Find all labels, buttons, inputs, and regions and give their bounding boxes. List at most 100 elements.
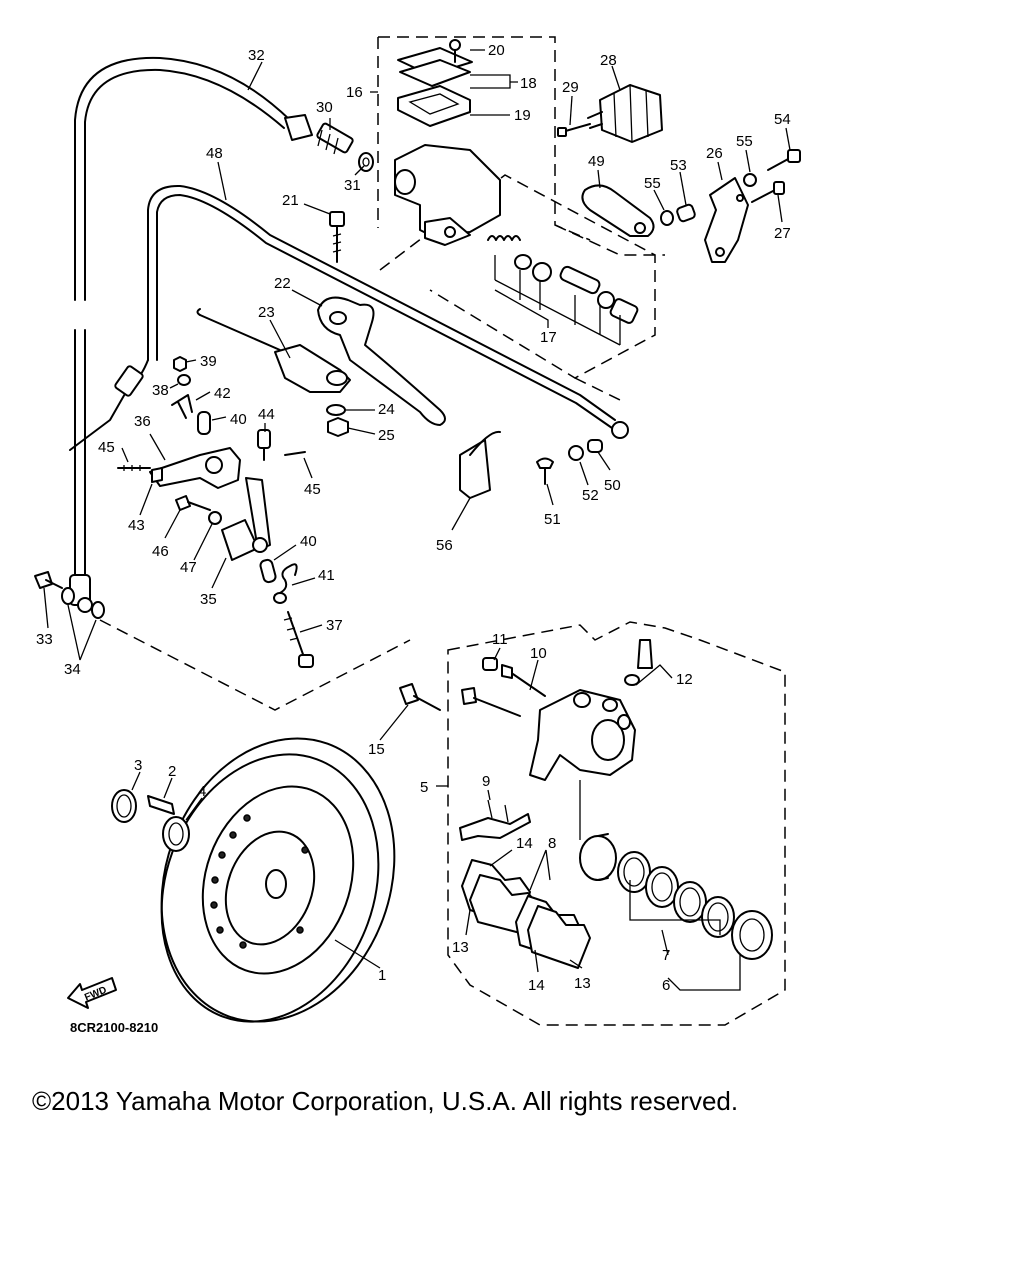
caliper-assembly-boundary (447, 621, 786, 1026)
pin-40-lower (259, 558, 277, 584)
callout-18: 18 (520, 75, 537, 92)
callout-9: 9 (482, 773, 490, 790)
callout-labels: 1 2 3 4 5 6 7 8 8 9 10 11 12 13 13 14 14… (36, 42, 791, 994)
callout-43: 43 (128, 517, 145, 534)
screw-20 (449, 39, 461, 63)
washer-31 (358, 152, 374, 172)
callout-49: 49 (588, 153, 605, 170)
callout-42: 42 (214, 385, 231, 402)
callout-37: 37 (326, 617, 343, 634)
nut-38 (177, 374, 191, 386)
callout-46: 46 (152, 543, 169, 560)
pin-40-upper (197, 411, 211, 435)
spring-41 (273, 563, 298, 604)
callout-28: 28 (600, 52, 617, 69)
bracket-26 (704, 177, 749, 263)
pad-spring-9 (459, 799, 531, 841)
callout-44: 44 (258, 406, 275, 423)
callout-6: 6 (662, 977, 670, 994)
banjo-fitting-30 (316, 122, 354, 155)
bolt-45a (117, 465, 151, 471)
callout-48: 48 (206, 145, 223, 162)
nut-39 (173, 356, 187, 372)
callout-12: 12 (676, 671, 693, 688)
leader-lines (43, 49, 791, 991)
callout-7: 7 (662, 947, 670, 964)
callout-50: 50 (604, 477, 621, 494)
reservoir-cap-18 (397, 47, 473, 87)
nut-25 (327, 417, 349, 437)
brake-cable-48 (69, 184, 629, 451)
spring-42 (171, 394, 193, 419)
callout-36: 36 (134, 413, 151, 430)
screw-29 (557, 123, 591, 137)
rod-37 (283, 611, 314, 668)
washer-4 (162, 816, 190, 852)
piston-6b (731, 910, 773, 960)
callout-51: 51 (544, 511, 561, 528)
callout-1: 1 (378, 967, 386, 984)
collar-50 (587, 439, 603, 453)
bolt-54 (767, 149, 801, 171)
callout-56: 56 (436, 537, 453, 554)
piston-kit-17 (487, 235, 639, 346)
rod-35 (221, 477, 271, 561)
callout-11: 11 (492, 631, 508, 648)
callout-14a: 14 (516, 835, 533, 852)
copyright-notice: ©2013 Yamaha Motor Corporation, U.S.A. A… (32, 1086, 739, 1116)
plug-11 (482, 657, 498, 671)
key-2 (147, 795, 175, 815)
callout-40a: 40 (230, 411, 247, 428)
drawing-code: 8CR2100-8210 (70, 1020, 158, 1035)
collar-53 (676, 203, 696, 223)
callout-2: 2 (168, 763, 176, 780)
callout-25: 25 (378, 427, 395, 444)
washer-52 (568, 445, 584, 461)
caliper-body (529, 689, 636, 781)
washer-55a (660, 210, 674, 226)
callout-19: 19 (514, 107, 531, 124)
bolt-43 (151, 467, 163, 483)
callout-23: 23 (258, 304, 275, 321)
pin-10 (501, 664, 546, 697)
callout-24: 24 (378, 401, 395, 418)
callout-52: 52 (582, 487, 599, 504)
callout-13b: 13 (574, 975, 591, 992)
arm-36 (149, 447, 241, 489)
bolt-15 (399, 683, 521, 717)
callout-4: 4 (198, 783, 206, 800)
callout-29: 29 (562, 79, 579, 96)
washer-55b (743, 173, 757, 187)
callout-40b: 40 (300, 533, 317, 550)
bleed-screw-12 (624, 639, 653, 686)
callout-26: 26 (706, 145, 723, 162)
seals-7 (617, 851, 735, 938)
exploded-parts-diagram: FWD (34, 36, 801, 1035)
bolt-27 (751, 181, 785, 203)
fwd-arrow: FWD (67, 977, 117, 1009)
routing-dashed-lines (99, 224, 665, 711)
plate-56 (459, 430, 501, 499)
pad-13b (527, 905, 591, 969)
joint-44 (257, 429, 271, 461)
callout-13a: 13 (452, 939, 469, 956)
callout-35: 35 (200, 591, 217, 608)
brake-lever-22 (317, 296, 446, 426)
callout-32: 32 (248, 47, 265, 64)
callout-15: 15 (368, 741, 385, 758)
callout-16: 16 (346, 84, 363, 101)
brake-switch-28 (587, 84, 663, 143)
callout-31: 31 (344, 177, 361, 194)
callout-54: 54 (774, 111, 791, 128)
circlip-3 (111, 789, 137, 823)
callout-20: 20 (488, 42, 505, 59)
lever-bracket-23 (196, 308, 351, 393)
callout-27: 27 (774, 225, 791, 242)
callout-8a: 8 (548, 835, 556, 852)
piston-kit-boundary (379, 174, 656, 379)
callout-47: 47 (180, 559, 197, 576)
bolt-45b (284, 451, 306, 456)
bolt-46 (175, 495, 211, 511)
callout-45b: 45 (304, 481, 321, 498)
callout-3: 3 (134, 757, 142, 774)
